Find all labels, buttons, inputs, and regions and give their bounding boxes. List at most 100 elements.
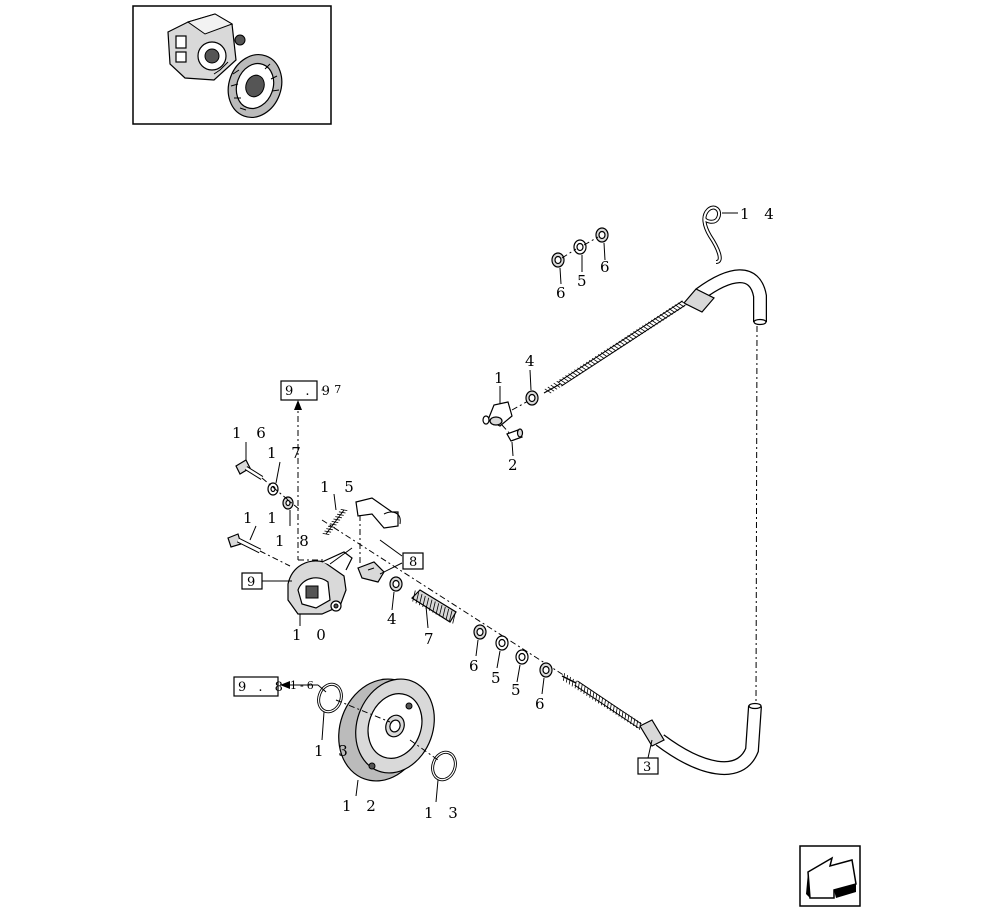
- thread-mark: [574, 680, 577, 689]
- label-4-upper: 4: [525, 352, 540, 370]
- label-15: 1 5: [320, 478, 359, 496]
- thread-mark: [630, 333, 638, 338]
- brake-caliper-part-10[interactable]: [262, 547, 353, 626]
- spring-part-15[interactable]: [322, 493, 348, 535]
- thread-mark: [600, 352, 608, 358]
- nut-part-4-lower[interactable]: [389, 576, 403, 611]
- thread-mark: [598, 695, 601, 704]
- label-18: 1 8: [275, 532, 314, 550]
- thread-mark: [597, 354, 605, 360]
- thread-mark: [606, 701, 609, 710]
- thread-mark: [677, 302, 685, 308]
- thread-mark: [627, 334, 635, 340]
- ref-line-9-8b: [317, 684, 327, 693]
- bracket-part-8[interactable]: [355, 497, 403, 583]
- thread-mark: [606, 348, 614, 354]
- thread-mark: [648, 321, 655, 327]
- thread-mark: [580, 684, 583, 693]
- thread-mark: [680, 300, 688, 306]
- thread-mark: [562, 377, 570, 382]
- nut-part-18[interactable]: [282, 496, 294, 526]
- ref-box-3[interactable]: 3: [637, 757, 659, 775]
- bolt-part-11[interactable]: [227, 525, 291, 567]
- thread-mark: [412, 590, 416, 602]
- thread-mark: [568, 373, 576, 379]
- thread-mark: [322, 533, 330, 535]
- ref-box-9-8[interactable]: 9 . 8 1-6: [233, 676, 317, 697]
- thread-mark: [445, 608, 450, 620]
- thread-mark: [583, 363, 590, 369]
- label-6-top-right: 6: [600, 258, 615, 276]
- thread-mark: [583, 686, 586, 694]
- thread-mark: [662, 312, 670, 317]
- circlip-part-13-right[interactable]: [409, 739, 459, 803]
- thread-mark: [448, 610, 453, 622]
- label-4-lower: 4: [387, 610, 402, 628]
- thread-mark: [630, 716, 633, 725]
- thread-mark: [668, 308, 676, 314]
- adjuster-part-7[interactable]: [411, 589, 457, 629]
- thread-mark: [452, 612, 456, 624]
- thread-mark: [324, 530, 332, 533]
- thread-mark: [639, 722, 641, 730]
- ref-box-9-9[interactable]: 9 . 9 - 7: [280, 380, 344, 401]
- thread-mark: [577, 367, 584, 373]
- thread-mark: [595, 693, 598, 702]
- label-12: 1 2: [342, 797, 381, 815]
- thread-mark: [624, 336, 632, 342]
- washer-set-lower[interactable]: [473, 624, 553, 695]
- thread-mark: [328, 525, 335, 528]
- assembly-thumbnail[interactable]: [132, 5, 332, 125]
- thread-mark: [338, 511, 346, 514]
- bolt-part-16[interactable]: [235, 442, 264, 480]
- washer-set-top[interactable]: [551, 227, 609, 285]
- thread-mark: [603, 350, 611, 356]
- thread-mark: [580, 365, 587, 371]
- ref-box-9[interactable]: 9: [241, 572, 263, 590]
- thread-mark: [329, 523, 337, 526]
- thread-mark: [601, 697, 603, 706]
- ref-3-label: 3: [643, 760, 655, 775]
- label-1: 1: [494, 369, 509, 387]
- label-10: 1 0: [292, 626, 331, 644]
- ref-9-8-suffix: 1-6: [290, 679, 317, 692]
- nut-part-4-upper[interactable]: [525, 369, 539, 406]
- thread-mark: [653, 317, 661, 323]
- thread-mark: [642, 325, 649, 331]
- ref-8-label: 8: [409, 555, 421, 570]
- thread-mark: [422, 595, 426, 608]
- thread-mark: [435, 603, 440, 615]
- hook-part-14[interactable]: [702, 205, 738, 264]
- thread-mark: [574, 369, 581, 375]
- brake-drum-part-12[interactable]: [325, 667, 447, 797]
- thread-mark: [609, 703, 612, 711]
- thread-mark: [636, 329, 644, 335]
- circlip-part-13-left[interactable]: [315, 681, 391, 741]
- label-5-lower-right: 5: [511, 681, 526, 699]
- washer-part-17[interactable]: [267, 461, 281, 496]
- thread-mark: [335, 516, 342, 519]
- pin-part-2[interactable]: [506, 428, 524, 457]
- label-5-lower-left: 5: [491, 669, 506, 687]
- thread-mark: [618, 709, 621, 717]
- thread-mark: [665, 310, 673, 316]
- brake-cable[interactable]: [543, 269, 767, 776]
- ref-box-8[interactable]: 8: [402, 552, 424, 570]
- thread-mark: [565, 375, 573, 381]
- thread-mark: [326, 528, 333, 531]
- thread-mark: [612, 705, 615, 713]
- back-arrow-icon[interactable]: [799, 845, 861, 907]
- thread-mark: [639, 327, 647, 333]
- thread-mark: [432, 601, 436, 613]
- thread-mark: [636, 720, 639, 728]
- thread-mark: [674, 304, 682, 310]
- thread-mark: [588, 359, 596, 365]
- ref-9-9-suffix: - 7: [321, 383, 344, 396]
- thread-mark: [571, 371, 579, 377]
- label-14: 1 4: [740, 205, 779, 223]
- thread-mark: [337, 513, 344, 516]
- thread-mark: [586, 688, 589, 696]
- clevis-part-1[interactable]: [482, 386, 531, 437]
- thread-mark: [438, 605, 443, 617]
